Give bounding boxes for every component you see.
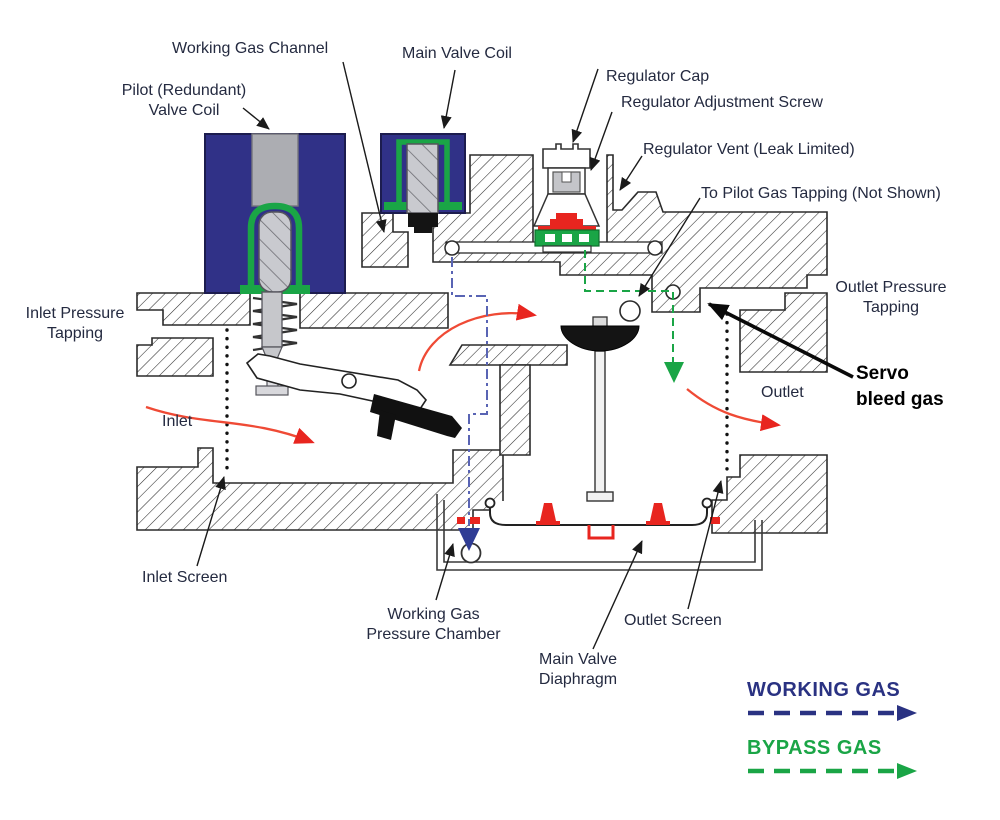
leader-outlet-screen bbox=[687, 480, 724, 610]
main-valve-diaphragm bbox=[457, 497, 720, 540]
body-upper-left-flange bbox=[136, 292, 251, 326]
leader-pilot-gas-tapping bbox=[638, 197, 701, 297]
label-main-valve-coil: Main Valve Coil bbox=[402, 45, 512, 62]
flow-arrows bbox=[145, 303, 781, 444]
label-regulator-cap: Regulator Cap bbox=[606, 68, 710, 85]
inlet-flow-arrow bbox=[145, 405, 315, 444]
body-seat-stem bbox=[499, 364, 531, 456]
label-working-gas-pressure-chamber: Working Gas Pressure Chamber bbox=[366, 606, 501, 643]
legend-working-gas-arrowhead bbox=[897, 705, 917, 721]
label-outlet: Outlet bbox=[761, 384, 804, 401]
bypass-gas-arrowhead bbox=[664, 362, 684, 383]
leader-main-valve-coil bbox=[440, 69, 456, 129]
leader-pilot-valve-coil bbox=[242, 107, 270, 130]
leader-inlet-screen bbox=[196, 476, 226, 567]
pilot-valve-lever bbox=[245, 353, 462, 440]
label-inlet-pressure-tapping: Inlet Pressure Tapping bbox=[25, 305, 125, 342]
leader-main-valve-diaphragm bbox=[592, 540, 643, 650]
legend-bypass-gas-arrowhead bbox=[897, 763, 917, 779]
valve-body bbox=[136, 154, 828, 534]
body-slab-under-pilot bbox=[299, 292, 449, 329]
label-regulator-vent: Regulator Vent (Leak Limited) bbox=[643, 141, 855, 158]
outlet-flow-arrow bbox=[686, 388, 781, 432]
screens bbox=[225, 312, 729, 474]
leader-regulator-adjustment-screw bbox=[589, 111, 613, 171]
legend-working-gas-label: WORKING GAS bbox=[747, 679, 901, 701]
working-gas-flow-line bbox=[451, 257, 488, 551]
body-block-between-coils bbox=[361, 212, 409, 268]
chamber-flow-arrow bbox=[417, 303, 537, 372]
label-regulator-adjustment-screw: Regulator Adjustment Screw bbox=[621, 94, 823, 111]
leader-regulator-vent bbox=[619, 155, 643, 191]
body-outlet-bottom-block bbox=[711, 454, 828, 534]
body-top-right-slab bbox=[432, 154, 828, 313]
label-outlet-pressure-tapping: Outlet Pressure Tapping bbox=[835, 279, 947, 316]
servo-bleed-pointer bbox=[707, 302, 854, 379]
pilot-gas-tapping-port bbox=[619, 300, 641, 322]
pilot-valve-coil bbox=[204, 133, 346, 396]
label-servo-bleed-gas: Servo bleed gas bbox=[856, 363, 944, 410]
diaphragm-seals bbox=[457, 503, 720, 525]
body-seat-flange bbox=[448, 344, 568, 366]
working-gas-arrowhead bbox=[458, 528, 480, 551]
leader-working-gas-channel bbox=[342, 61, 387, 233]
regulator-spring-seat bbox=[550, 213, 583, 226]
diaphragm-center-clip bbox=[587, 525, 615, 540]
pilot-valve-pad bbox=[370, 394, 462, 438]
label-main-valve-diaphragm: Main Valve Diaphragm bbox=[538, 651, 618, 688]
pilot-plunger bbox=[258, 211, 292, 293]
body-lower-left-flange bbox=[136, 337, 214, 377]
leader-regulator-cap bbox=[571, 68, 599, 143]
channel-port bbox=[647, 240, 663, 256]
label-pilot-valve-coil: Pilot (Redundant) Valve Coil bbox=[121, 82, 247, 119]
label-inlet: Inlet bbox=[162, 413, 193, 430]
main-valve-coil bbox=[380, 133, 466, 233]
body-bottom-left bbox=[136, 447, 504, 531]
regulator-assembly bbox=[532, 143, 601, 253]
legend-arrows bbox=[748, 705, 917, 779]
main-plunger bbox=[406, 143, 439, 214]
label-inlet-screen: Inlet Screen bbox=[142, 569, 228, 586]
legend-bypass-gas-label: BYPASS GAS bbox=[747, 737, 882, 759]
body-outlet-mid-block bbox=[739, 292, 828, 373]
label-outlet-screen: Outlet Screen bbox=[624, 612, 722, 629]
main-valve-poppet bbox=[560, 316, 640, 502]
working-gas-port bbox=[444, 240, 460, 256]
label-leaders bbox=[196, 61, 724, 650]
bypass-gas-flow-line bbox=[584, 250, 684, 383]
regulator-cap-part bbox=[542, 143, 591, 169]
leader-working-gas-chamber bbox=[435, 543, 455, 601]
label-to-pilot-gas-tapping: To Pilot Gas Tapping (Not Shown) bbox=[701, 185, 941, 202]
diaphragm-housing-tray bbox=[436, 494, 763, 571]
label-working-gas-channel: Working Gas Channel bbox=[172, 40, 329, 57]
